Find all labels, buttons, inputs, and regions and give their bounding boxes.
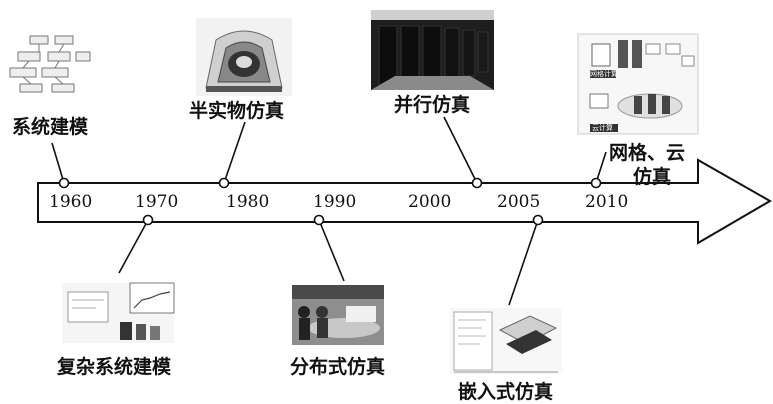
- label-system-modeling: 系统建模: [12, 116, 89, 138]
- dot-1980: [218, 177, 230, 189]
- distributed-simulation-image: [292, 285, 384, 345]
- grid-computing-tag: 网格计算: [590, 70, 618, 78]
- dot-1990: [313, 214, 325, 226]
- connector-semi-physical: [223, 121, 246, 184]
- dot-1960: [58, 177, 70, 189]
- grid-cloud-image: [577, 33, 699, 135]
- year-2010: 2010: [585, 192, 629, 212]
- year-2005: 2005: [497, 192, 541, 212]
- parallel-server-room-image: [371, 10, 494, 90]
- dot-2010: [590, 177, 602, 189]
- connector-distributed: [318, 219, 345, 282]
- system-modeling-flowchart-image: [9, 35, 91, 93]
- label-embedded: 嵌入式仿真: [458, 381, 554, 403]
- dot-1970: [142, 214, 154, 226]
- label-distributed: 分布式仿真: [290, 356, 386, 378]
- year-1990: 1990: [313, 192, 357, 212]
- complex-modeling-image: [62, 282, 175, 343]
- connector-parallel: [443, 116, 478, 184]
- connector-complex-modeling: [118, 219, 149, 274]
- semi-physical-simulator-image: [196, 18, 292, 96]
- dot-2005: [532, 214, 544, 226]
- label-grid-cloud-line2: 仿真: [633, 166, 672, 188]
- connector-grid-cloud: [595, 151, 607, 184]
- label-complex-modeling: 复杂系统建模: [57, 356, 172, 378]
- year-1970: 1970: [135, 192, 179, 212]
- year-1980: 1980: [226, 192, 270, 212]
- embedded-simulation-image: [450, 308, 562, 374]
- year-2000: 2000: [408, 192, 452, 212]
- dot-2000: [471, 177, 483, 189]
- cloud-computing-tag: 云计算: [592, 124, 613, 132]
- label-semi-physical: 半实物仿真: [189, 100, 285, 122]
- connector-embedded: [508, 219, 539, 306]
- label-grid-cloud-line1: 网格、云: [609, 142, 686, 164]
- label-parallel: 并行仿真: [394, 94, 471, 116]
- connector-system-modeling: [51, 142, 65, 184]
- year-1960: 1960: [49, 192, 93, 212]
